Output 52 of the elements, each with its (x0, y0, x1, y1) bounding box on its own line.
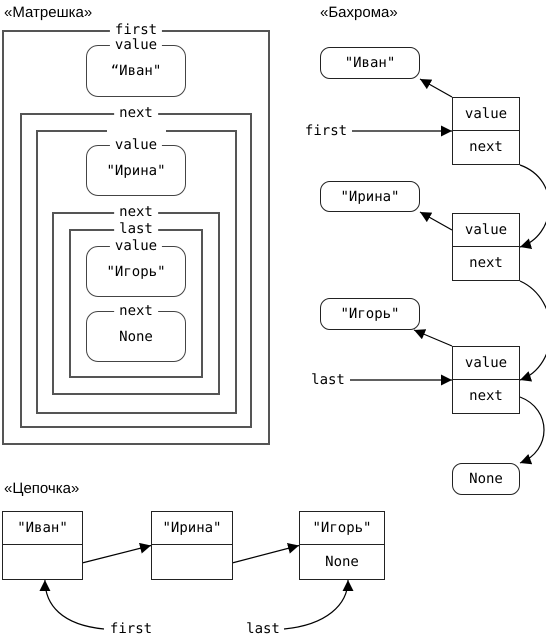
arrow (420, 78, 452, 98)
value-text: "Игорь" (106, 263, 166, 281)
record-box (299, 511, 385, 580)
field-text: next (469, 388, 503, 404)
value-text: None (119, 328, 153, 346)
record-box (452, 97, 520, 165)
value-text: "Игорь" (340, 306, 400, 322)
pointer-label: last (246, 621, 280, 637)
value-pill (320, 298, 420, 330)
field-label: value (110, 136, 162, 152)
arrow (82, 542, 152, 564)
arrow (420, 211, 452, 231)
value-text: "Ирина" (106, 162, 166, 180)
panel-heading: «Бахрома» (320, 4, 398, 21)
field-text: next (469, 255, 503, 272)
field-label: value (110, 238, 162, 254)
field-label: next (114, 302, 158, 318)
value-text: "Игорь" (312, 520, 372, 536)
value-text: value (464, 222, 508, 238)
value-text: None (469, 471, 503, 487)
value-text: "Ирина" (162, 520, 222, 536)
field-text: None (325, 554, 359, 570)
nested-frame (36, 130, 237, 414)
record-box (2, 511, 83, 580)
value-text: "Иван" (17, 520, 68, 536)
arrow (520, 396, 545, 464)
pointer-label: first (110, 621, 152, 637)
value-text: value (464, 106, 508, 122)
field-text: next (469, 139, 503, 156)
record-box (452, 213, 520, 281)
value-text: value (464, 354, 508, 371)
value-text: “Иван" (110, 62, 162, 80)
pointer-label: last (311, 372, 345, 388)
record-box (452, 346, 520, 414)
panel-heading: «Цепочка» (4, 480, 80, 497)
field-label: value (110, 36, 162, 52)
value-pill (320, 47, 420, 79)
arrow (40, 580, 104, 630)
panel-heading: «Матрешка» (4, 4, 92, 21)
arrow (232, 542, 300, 564)
arrow (284, 580, 353, 630)
value-pill (452, 463, 520, 495)
value-text: "Ирина" (340, 188, 400, 204)
value-text: "Иван" (344, 55, 396, 71)
value-pill (320, 181, 420, 212)
arrow (352, 126, 452, 136)
arrow (350, 374, 452, 386)
pointer-label: first (304, 123, 348, 139)
arrow (414, 329, 452, 347)
arrow (520, 280, 546, 381)
arrow (520, 164, 546, 248)
record-box (151, 511, 233, 580)
